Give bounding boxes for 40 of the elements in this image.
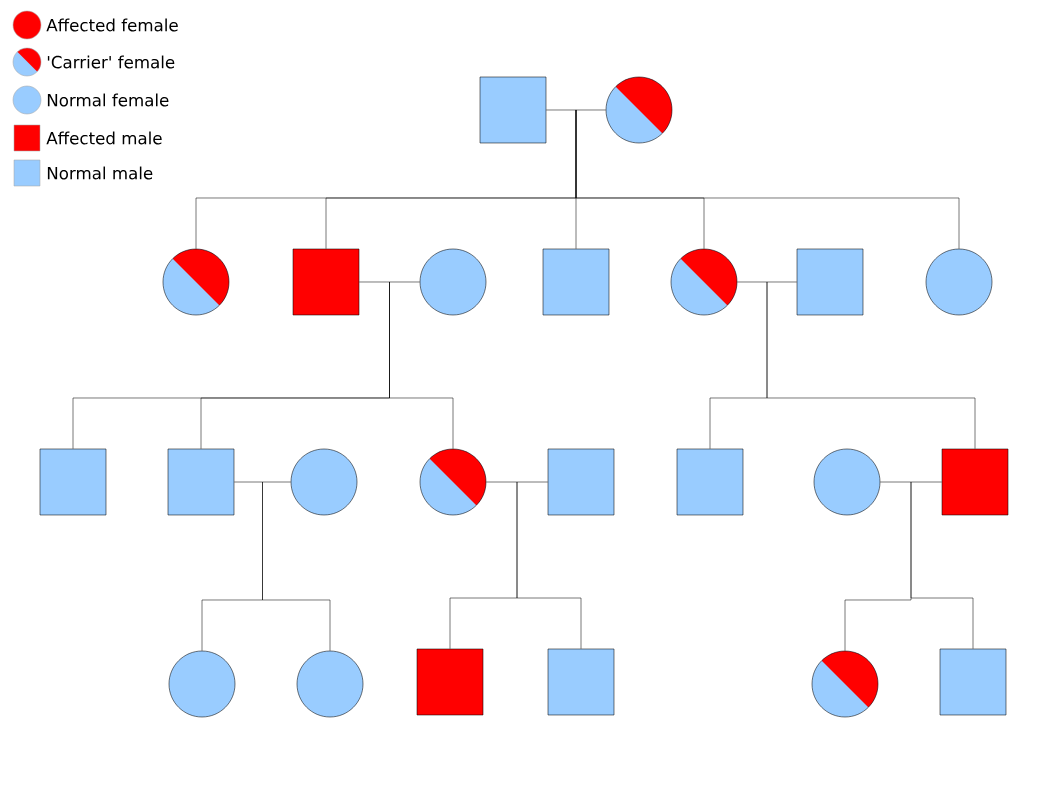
male-square xyxy=(941,448,1009,516)
female-circle xyxy=(925,248,993,316)
female-circle xyxy=(419,248,487,316)
descent-line xyxy=(389,281,454,449)
descent-line xyxy=(262,481,331,651)
male-square xyxy=(167,448,235,516)
descent-line xyxy=(910,481,974,649)
female-circle xyxy=(670,248,738,316)
descent-line xyxy=(766,281,976,449)
marriage-line xyxy=(880,481,942,483)
descent-line xyxy=(575,109,960,249)
male-square xyxy=(796,248,864,316)
female-circle xyxy=(605,76,673,144)
female-circle xyxy=(419,448,487,516)
female-circle xyxy=(168,650,236,718)
female-circle xyxy=(290,448,358,516)
male-square xyxy=(39,448,107,516)
male-square xyxy=(479,76,547,144)
male-square xyxy=(676,448,744,516)
female-circle xyxy=(811,650,879,718)
male-square xyxy=(547,448,615,516)
descent-line xyxy=(516,481,582,649)
legend-label: Affected male xyxy=(46,131,162,145)
legend-label: 'Carrier' female xyxy=(47,55,175,69)
legend-label: Affected female xyxy=(46,18,178,32)
male-square xyxy=(416,648,484,716)
marriage-line xyxy=(737,281,797,283)
marriage-line xyxy=(359,281,420,283)
marriage-line xyxy=(486,481,548,483)
marriage-line xyxy=(546,109,606,111)
male-square xyxy=(547,648,615,716)
legend-label: Normal male xyxy=(47,166,153,180)
male-square xyxy=(292,248,360,316)
female-circle xyxy=(296,650,364,718)
female-circle xyxy=(162,248,230,316)
legend-label: Normal female xyxy=(47,93,169,107)
female-circle xyxy=(813,448,881,516)
male-square xyxy=(939,648,1007,716)
marriage-line xyxy=(234,481,291,483)
male-square xyxy=(542,248,610,316)
